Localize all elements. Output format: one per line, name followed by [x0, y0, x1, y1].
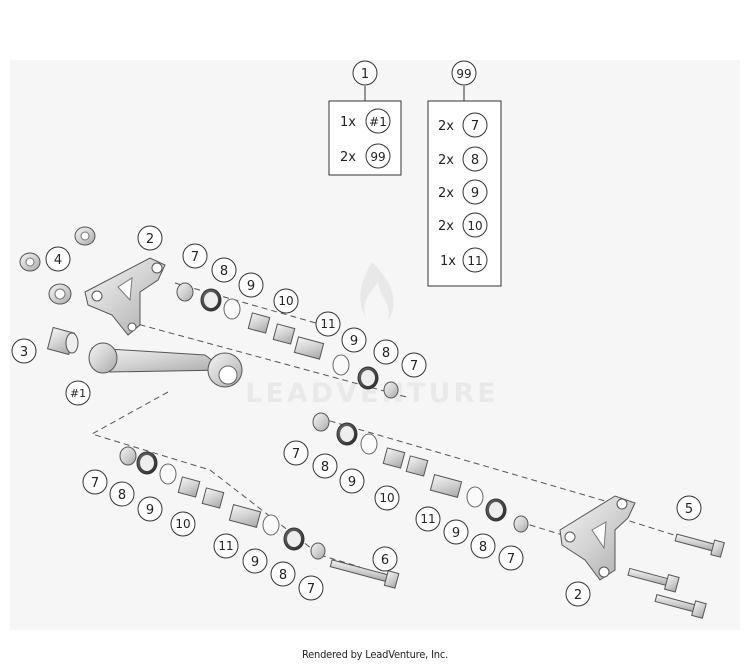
- callout-99[interactable]: [451, 60, 477, 86]
- callout-10e[interactable]: 10: [170, 511, 196, 537]
- svg-text:9: 9: [146, 503, 154, 518]
- callout-8d[interactable]: 8: [470, 533, 496, 559]
- svg-text:10: 10: [175, 517, 190, 531]
- svg-text:2: 2: [146, 232, 154, 247]
- svg-text:7: 7: [410, 359, 418, 374]
- callout-3[interactable]: 3: [11, 338, 37, 364]
- kit-1-ref-1: 99: [370, 150, 385, 164]
- kit-99-ref-3: 10: [467, 219, 482, 233]
- svg-text:2: 2: [574, 588, 582, 603]
- kit-box-99: 99 2x 7 2x 8 2x 9 2x 10 1x 11: [427, 60, 502, 287]
- callout-6[interactable]: 6: [372, 546, 398, 572]
- svg-text:7: 7: [91, 476, 99, 491]
- svg-text:5: 5: [685, 502, 693, 517]
- upper-bracket-part: [84, 257, 166, 336]
- svg-text:3: 3: [20, 345, 28, 360]
- kit-99-qty-1: 2x: [438, 153, 454, 168]
- svg-text:8: 8: [279, 568, 287, 583]
- callout-2-bottom[interactable]: 2: [565, 581, 591, 607]
- kit-1-qty-0: 1x: [340, 115, 356, 130]
- callout-99-label: 99: [456, 67, 471, 81]
- bushing-part: [46, 326, 79, 356]
- callout-8a[interactable]: 8: [211, 257, 237, 283]
- lower-bracket-part: [559, 495, 636, 581]
- callout-4[interactable]: 4: [45, 246, 71, 272]
- kit-99-qty-3: 2x: [438, 219, 454, 234]
- svg-text:9: 9: [348, 475, 356, 490]
- callout-rod-1[interactable]: #1: [65, 380, 91, 406]
- callout-7e[interactable]: 7: [82, 469, 108, 495]
- svg-text:9: 9: [350, 334, 358, 349]
- callout-1[interactable]: [352, 60, 378, 86]
- svg-text:10: 10: [278, 294, 293, 308]
- callout-7b[interactable]: 7: [401, 352, 427, 378]
- svg-text:6: 6: [381, 553, 389, 568]
- bearing-stack-upper: [176, 282, 399, 399]
- callout-7f[interactable]: 7: [298, 575, 324, 601]
- svg-text:7: 7: [292, 447, 300, 462]
- callout-11f[interactable]: 11: [213, 533, 239, 559]
- callout-7c[interactable]: 7: [283, 440, 309, 466]
- svg-text:11: 11: [420, 512, 435, 526]
- pull-rod-part: [88, 342, 243, 388]
- svg-text:11: 11: [218, 539, 233, 553]
- callout-11b[interactable]: 11: [315, 311, 341, 337]
- callout-8f[interactable]: 8: [270, 561, 296, 587]
- kit-box-1: 1 1x #1 2x 99: [328, 60, 402, 176]
- svg-text:8: 8: [220, 264, 228, 279]
- kit-99-ref-0: 7: [471, 119, 479, 134]
- callout-7a[interactable]: 7: [182, 243, 208, 269]
- svg-text:9: 9: [452, 526, 460, 541]
- callout-9a[interactable]: 9: [238, 272, 264, 298]
- svg-text:8: 8: [118, 488, 126, 503]
- svg-text:8: 8: [479, 540, 487, 555]
- kit-99-qty-0: 2x: [438, 119, 454, 134]
- svg-text:8: 8: [382, 346, 390, 361]
- callout-5[interactable]: 5: [676, 495, 702, 521]
- callout-10c[interactable]: 10: [374, 485, 400, 511]
- part-callouts: 2 4 3 #1 7 8 9 10 11 9 8 7 7 8 9 10 11 9…: [11, 225, 702, 607]
- svg-text:7: 7: [191, 250, 199, 265]
- svg-text:#1: #1: [70, 387, 86, 400]
- svg-text:10: 10: [379, 491, 394, 505]
- callout-9b[interactable]: 9: [341, 327, 367, 353]
- kit-99-ref-2: 9: [471, 186, 479, 201]
- svg-text:7: 7: [507, 552, 515, 567]
- callout-8b[interactable]: 8: [373, 339, 399, 365]
- callout-9e[interactable]: 9: [137, 496, 163, 522]
- callout-8e[interactable]: 8: [109, 481, 135, 507]
- callout-11d[interactable]: 11: [415, 506, 441, 532]
- kit-99-ref-1: 8: [471, 153, 479, 168]
- callout-9c[interactable]: 9: [339, 468, 365, 494]
- kit-99-qty-4: 1x: [440, 254, 456, 269]
- callout-10a[interactable]: 10: [273, 288, 299, 314]
- callout-1-label: 1: [361, 67, 369, 82]
- svg-text:11: 11: [320, 317, 335, 331]
- callout-9d[interactable]: 9: [443, 519, 469, 545]
- callout-9f[interactable]: 9: [242, 548, 268, 574]
- svg-text:4: 4: [54, 253, 62, 268]
- flange-nut-parts: [19, 226, 96, 305]
- svg-text:9: 9: [247, 279, 255, 294]
- svg-text:9: 9: [251, 555, 259, 570]
- bearing-stack-middle: [312, 412, 529, 533]
- callout-8c[interactable]: 8: [312, 453, 338, 479]
- kit-99-qty-2: 2x: [438, 186, 454, 201]
- svg-text:8: 8: [321, 460, 329, 475]
- bolt-parts: [329, 533, 725, 619]
- kit-1-qty-1: 2x: [340, 150, 356, 165]
- bearing-stack-lower: [119, 446, 326, 560]
- footer-credit: Rendered by LeadVenture, Inc.: [301, 648, 449, 661]
- kit-99-ref-4: 11: [467, 254, 482, 268]
- callout-7d[interactable]: 7: [498, 545, 524, 571]
- svg-text:7: 7: [307, 582, 315, 597]
- kit-1-ref-0: #1: [369, 115, 387, 129]
- callout-2-top[interactable]: 2: [137, 225, 163, 251]
